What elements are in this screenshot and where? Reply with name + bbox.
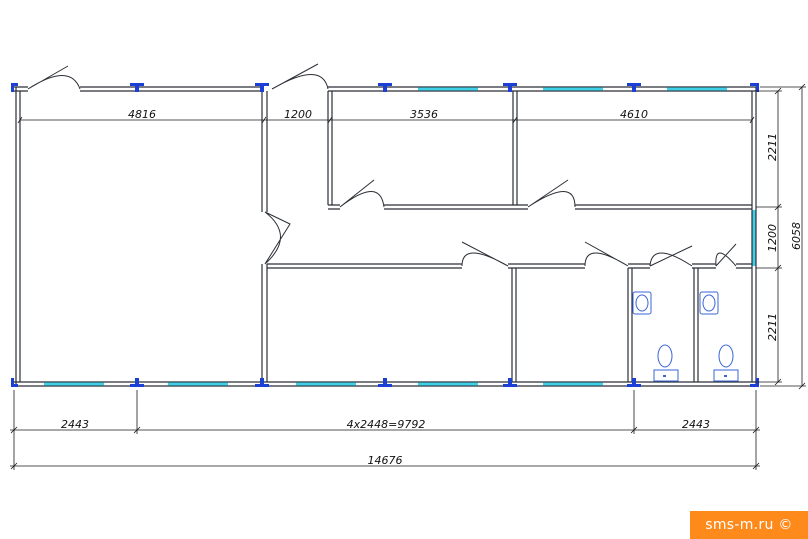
dim-top-room-3: 4610 bbox=[620, 108, 648, 121]
outer-right-wall bbox=[751, 87, 757, 386]
walls bbox=[14, 86, 757, 387]
door-entrance-1 bbox=[27, 65, 81, 90]
post-bottom-4 bbox=[503, 378, 517, 387]
door-hall bbox=[264, 211, 291, 265]
toilet-icon bbox=[713, 344, 739, 382]
door-room3 bbox=[527, 179, 576, 208]
post-bottom-2 bbox=[255, 378, 269, 387]
door-wc-1 bbox=[649, 245, 693, 267]
dimension-labels: 4816 1200 3536 4610 2211 1200 2211 6058 … bbox=[61, 108, 803, 467]
post-bottom-right bbox=[750, 378, 759, 387]
post-bottom-1 bbox=[130, 378, 144, 387]
windows bbox=[44, 87, 757, 386]
dim-total-height: 6058 bbox=[790, 222, 803, 250]
dimension-lines bbox=[10, 83, 806, 470]
dim-top-room-2: 3536 bbox=[410, 108, 438, 121]
post-bottom-left bbox=[11, 378, 18, 387]
post-top-left bbox=[11, 83, 18, 92]
corridor-bottom-wall bbox=[267, 263, 752, 269]
dim-bottom-middle: 4x2448=9792 bbox=[347, 418, 426, 431]
dim-right-bottom: 2211 bbox=[766, 313, 779, 341]
dim-total-length: 14676 bbox=[368, 454, 403, 467]
room2-left-wall bbox=[327, 91, 333, 205]
doors bbox=[27, 63, 737, 267]
door-wc-2 bbox=[715, 243, 737, 267]
post-top-3 bbox=[378, 83, 392, 92]
sink-icon bbox=[699, 291, 719, 315]
watermark-badge[interactable]: sms-m.ru © bbox=[690, 511, 808, 539]
room3-left-wall bbox=[512, 91, 518, 205]
dim-top-corridor: 1200 bbox=[284, 108, 312, 121]
post-top-5 bbox=[627, 83, 641, 92]
door-lower-2 bbox=[584, 241, 629, 267]
dim-right-corridor: 1200 bbox=[766, 224, 779, 252]
sink-icon bbox=[632, 291, 652, 315]
wc-partition-2 bbox=[693, 268, 699, 382]
outer-top-wall bbox=[14, 86, 756, 92]
outer-left-wall bbox=[15, 87, 21, 386]
post-top-1 bbox=[130, 83, 144, 92]
door-lower-1 bbox=[461, 241, 509, 267]
sanitary-fixtures bbox=[632, 291, 739, 382]
left-partition-wall bbox=[261, 91, 268, 382]
lower-partition-1 bbox=[511, 268, 517, 382]
posts bbox=[11, 83, 759, 387]
post-top-right bbox=[750, 83, 759, 92]
wc-partition-1 bbox=[627, 268, 633, 382]
dim-bottom-right: 2443 bbox=[682, 418, 710, 431]
dim-top-room-1: 4816 bbox=[128, 108, 156, 121]
dim-right-top: 2211 bbox=[766, 133, 779, 161]
toilet-icon bbox=[653, 344, 679, 382]
right-corridor-frame bbox=[751, 208, 757, 268]
door-entrance-2 bbox=[271, 63, 329, 90]
post-bottom-5 bbox=[627, 378, 641, 387]
door-room2 bbox=[339, 179, 385, 208]
dim-bottom-left: 2443 bbox=[61, 418, 89, 431]
corridor-top-wall bbox=[328, 204, 752, 210]
post-bottom-3 bbox=[378, 378, 392, 387]
post-top-2 bbox=[255, 83, 269, 92]
post-top-4 bbox=[503, 83, 517, 92]
